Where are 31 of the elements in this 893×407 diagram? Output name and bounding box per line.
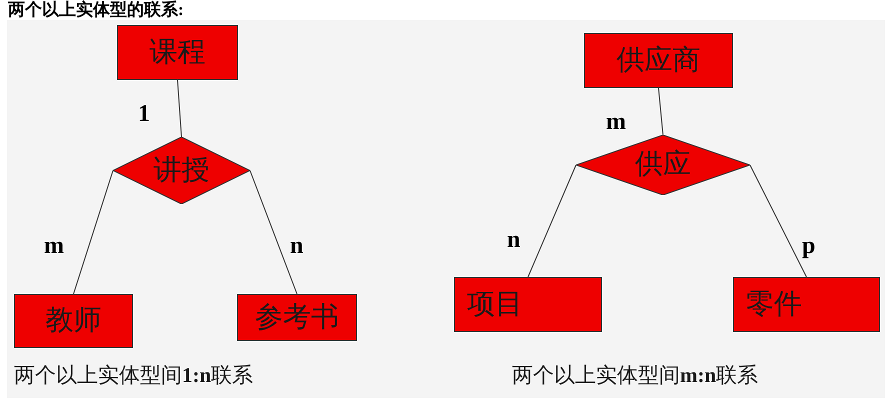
caption: 两个以上实体型间1:n联系 [14,362,254,388]
entity-name: 零件 [746,288,802,320]
connector-line [658,88,664,136]
entity-name: 项目 [467,288,523,320]
cardinality-label: p [802,232,816,260]
cardinality-label: n [290,232,304,260]
entity-box [454,277,602,332]
heading: 两个以上实体型的联系: [8,0,184,20]
cardinality-label: m [44,232,64,260]
connector-line [528,164,576,278]
connector-line [177,80,182,138]
entity-box [733,277,880,332]
relationship-diamond [576,135,750,195]
relationship-diamond [113,137,250,204]
connector-line [250,170,298,294]
entity-box [14,294,133,348]
entity-box [117,25,238,80]
entity-box [237,294,357,341]
entity-name: 供应 [635,149,691,181]
connector-line [750,164,807,278]
entity-name: 教师 [46,305,102,337]
cardinality-label: n [507,226,520,254]
entity-name: 讲授 [154,154,210,186]
caption: 两个以上实体型间m:n联系 [512,362,758,388]
entity-name: 供应商 [616,44,700,76]
entity-name: 参考书 [255,302,339,334]
cardinality-label: m [606,108,626,136]
connector-line [73,170,114,294]
entity-box [584,33,733,88]
cardinality-label: 1 [138,100,150,128]
entity-name: 课程 [150,36,206,68]
